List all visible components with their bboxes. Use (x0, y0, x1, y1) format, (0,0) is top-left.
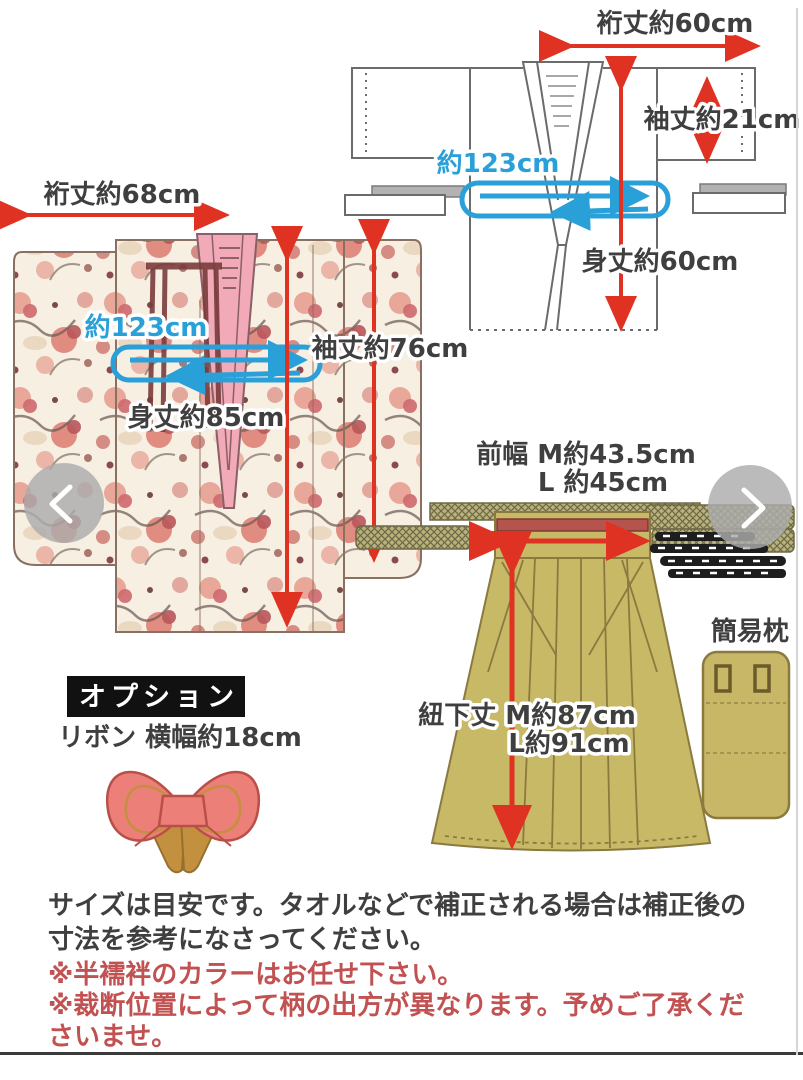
juban-collar-hatch (546, 75, 578, 127)
size-note-gray: サイズは目安です。タオルなどで補正される場合は補正後の 寸法を参考になさってくだ… (48, 889, 793, 957)
hakama-front-width-m-label: 前幅 M約43.5cm (476, 439, 696, 470)
kimono-collar (195, 233, 259, 509)
carousel-next-button[interactable] (708, 465, 792, 549)
juban-left-sleeve (351, 67, 471, 159)
size-note-line-1: サイズは目安です。タオルなどで補正される場合は補正後の (48, 891, 747, 921)
kimono-sodetake-label: 袖丈約76cm (312, 333, 469, 364)
kimono-mitake-label: 身丈約85cm (128, 402, 285, 433)
option-header-label: オプション (79, 682, 239, 713)
size-diagram-canvas: 裄丈約60cm 袖丈約21cm 約123cm 身丈約60cm (0, 5, 803, 874)
size-note-line-2: 寸法を参考になさってください。 (48, 925, 436, 955)
pillow-body (701, 650, 791, 820)
pillow-label: 簡易枕 (711, 616, 789, 647)
juban-yukitake-label: 裄丈約60cm (596, 8, 754, 39)
carousel-prev-button[interactable] (24, 463, 104, 543)
pillow-diagram: 簡易枕 (701, 613, 793, 820)
kimono-hiraki-label: 約123cm (85, 312, 208, 343)
kimono-yukitake-label: 裄丈約68cm (43, 179, 201, 210)
size-note-red: ※半襦袢のカラーはお任せ下さい。 ※裁断位置によって柄の出方が異なります。予めご… (48, 960, 793, 1053)
juban-side-ties (344, 183, 787, 216)
juban-sodetake-label: 袖丈約21cm (644, 104, 801, 135)
kimono-diagram: 裄丈約68cm 約123cm 袖丈約76cm 身丈約85cm (0, 176, 472, 633)
chevron-left-icon (49, 484, 73, 524)
ribbon-size-label: リボン 横幅約18cm (58, 722, 302, 753)
hakama-left-band (355, 525, 473, 550)
option-section: オプション リボン 横幅約18cm (55, 676, 305, 874)
juban-mitake-label: 身丈約60cm (582, 246, 739, 277)
hakama-waistband-stripe (496, 518, 649, 532)
red-note-line-2: ※裁断位置によって柄の出方が異なります。予めご了承くだ (48, 991, 745, 1021)
hakama-front-width-l-label: L 約45cm (538, 467, 668, 498)
chevron-right-icon (741, 487, 766, 529)
hakama-himoshita-l-label: L約91cm (508, 728, 629, 759)
juban-diagram: 裄丈約60cm 袖丈約21cm 約123cm 身丈約60cm (344, 5, 803, 332)
juban-hiraki-label: 約123cm (437, 148, 560, 179)
hakama-pleat-lines (487, 557, 658, 849)
hakama-himoshita-m-label: 紐下丈 M約87cm (418, 700, 636, 731)
option-header-box (67, 676, 245, 717)
right-edge-border (796, 8, 798, 1055)
bottom-divider (0, 1052, 803, 1055)
red-note-line-3: さいませ。 (48, 1022, 178, 1052)
red-note-line-1: ※半襦袢のカラーはお任せ下さい。 (48, 960, 464, 990)
pillow-slot-left (714, 664, 732, 693)
pillow-slot-right (753, 664, 771, 693)
ribbon-bow-illustration (105, 770, 261, 874)
